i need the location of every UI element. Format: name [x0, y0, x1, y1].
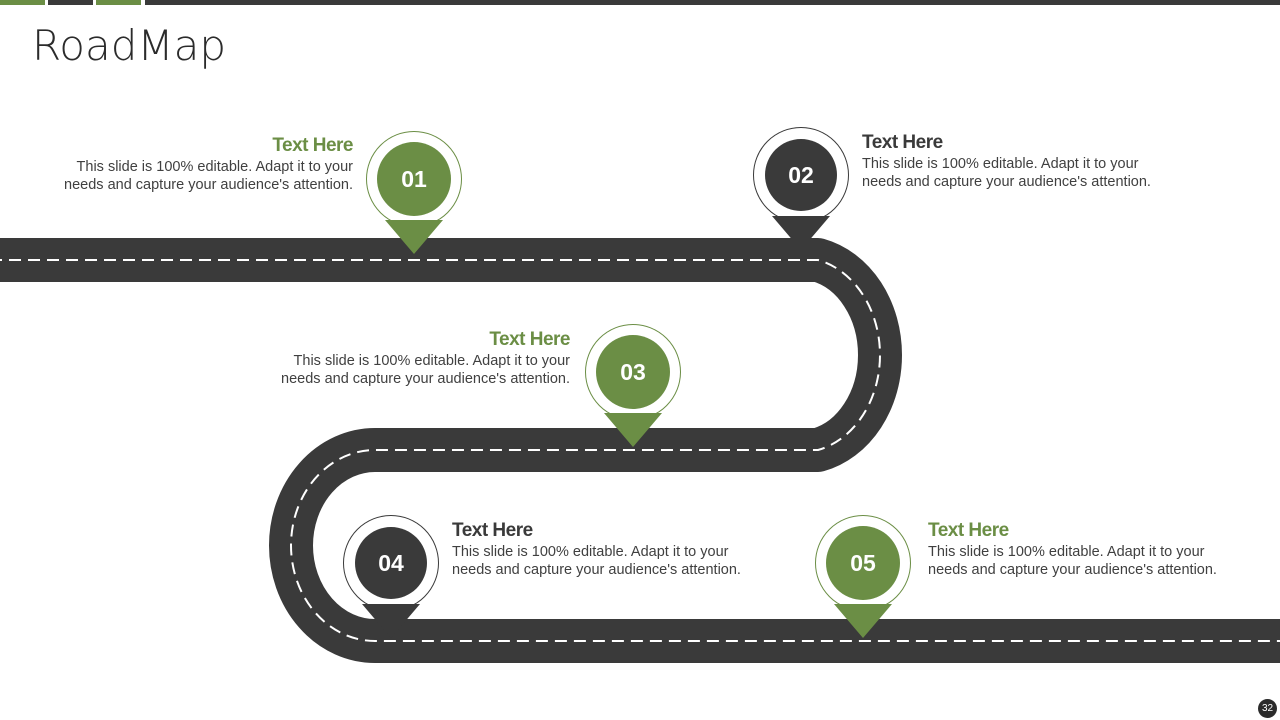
milestone-description-line-2: needs and capture your audience's attent… [862, 174, 1151, 190]
milestone-number: 05 [850, 550, 876, 576]
top-accent-segment-green-1 [0, 0, 45, 5]
milestone-text-04: Text Here This slide is 100% editable. A… [452, 519, 752, 579]
top-accent-segment-green-2 [96, 0, 141, 5]
milestone-description-line-1: This slide is 100% editable. Adapt it to… [76, 159, 353, 175]
milestone-text-02: Text Here This slide is 100% editable. A… [862, 131, 1162, 191]
road-center-dash [0, 259, 1280, 642]
milestone-description-line-1: This slide is 100% editable. Adapt it to… [928, 544, 1205, 560]
milestone-description-line-2: needs and capture your audience's attent… [452, 562, 741, 578]
top-accent-bar [0, 0, 1280, 5]
milestone-number: 02 [788, 162, 814, 188]
top-accent-gap-1 [45, 0, 48, 5]
top-accent-gap-3 [141, 0, 145, 5]
milestone-heading: Text Here [452, 520, 533, 541]
milestone-description-line-1: This slide is 100% editable. Adapt it to… [452, 544, 729, 560]
milestone-pin-02: 02 [752, 126, 850, 258]
milestone-description-line-2: needs and capture your audience's attent… [281, 371, 570, 387]
milestone-heading: Text Here [862, 132, 943, 153]
milestone-pin-04: 04 [342, 514, 440, 646]
milestone-heading: Text Here [272, 135, 353, 156]
milestone-pin-01: 01 [365, 130, 463, 262]
milestone-description-line-1: This slide is 100% editable. Adapt it to… [293, 353, 570, 369]
map-pin-icon [585, 324, 681, 447]
milestone-text-05: Text Here This slide is 100% editable. A… [928, 519, 1228, 579]
milestone-heading: Text Here [928, 520, 1009, 541]
map-pin-icon [343, 515, 439, 638]
milestone-description-line-2: needs and capture your audience's attent… [64, 177, 353, 193]
slide-title: RoadMap [32, 21, 227, 70]
milestone-pin-03: 03 [584, 323, 682, 455]
milestone-heading: Text Here [489, 329, 570, 350]
milestone-number: 03 [620, 359, 646, 385]
page-number-badge: 32 [1258, 699, 1277, 718]
map-pin-icon [366, 131, 462, 254]
milestone-number: 01 [401, 166, 427, 192]
milestone-pin-05: 05 [814, 514, 912, 646]
milestone-text-03: Text Here This slide is 100% editable. A… [270, 328, 570, 388]
map-pin-icon [753, 127, 849, 250]
map-pin-icon [815, 515, 911, 638]
milestone-description-line-2: needs and capture your audience's attent… [928, 562, 1217, 578]
milestone-text-01: Text Here This slide is 100% editable. A… [53, 134, 353, 194]
top-accent-gap-2 [93, 0, 96, 5]
milestone-number: 04 [378, 550, 404, 576]
milestone-description-line-1: This slide is 100% editable. Adapt it to… [862, 156, 1139, 172]
